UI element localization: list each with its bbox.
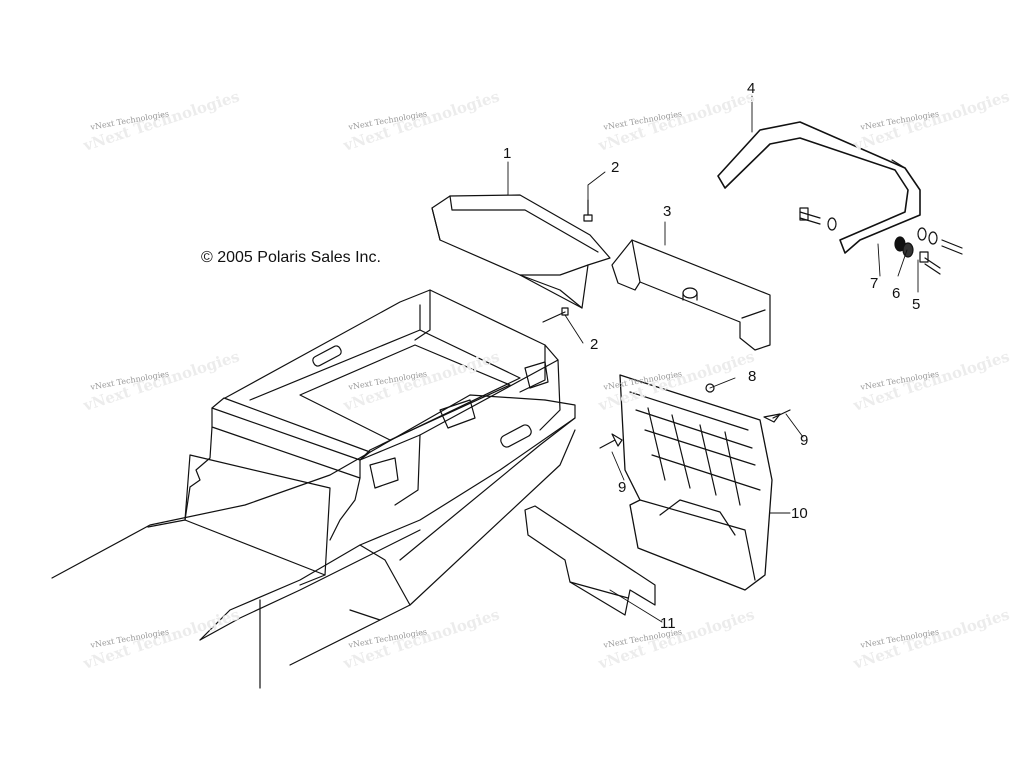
callout-7: 7 [870, 275, 879, 292]
leader-lines [507, 95, 919, 623]
part-4-grab-handle [717, 121, 921, 254]
part-10-flap [619, 374, 773, 591]
callout-11: 11 [660, 615, 676, 632]
callout-2: 2 [611, 159, 620, 176]
part-1-seat [431, 194, 611, 309]
hardware-5-6-7 [799, 207, 963, 275]
callout-5: 5 [912, 296, 921, 313]
copyright-notice: © 2005 Polaris Sales Inc. [201, 249, 381, 266]
callout-6: 6 [892, 285, 901, 302]
part-3-bracket [611, 239, 771, 351]
chassis-tunnel [51, 289, 576, 689]
callout-9: 9 [618, 479, 627, 496]
callout-1: 1 [503, 145, 512, 162]
callout-9: 9 [800, 432, 809, 449]
callout-2: 2 [590, 336, 599, 353]
callout-8: 8 [748, 368, 757, 385]
callout-4: 4 [747, 80, 756, 97]
callout-3: 3 [663, 203, 672, 220]
fasteners [542, 199, 791, 449]
part-11-plate [524, 505, 656, 616]
callout-10: 10 [791, 505, 808, 522]
